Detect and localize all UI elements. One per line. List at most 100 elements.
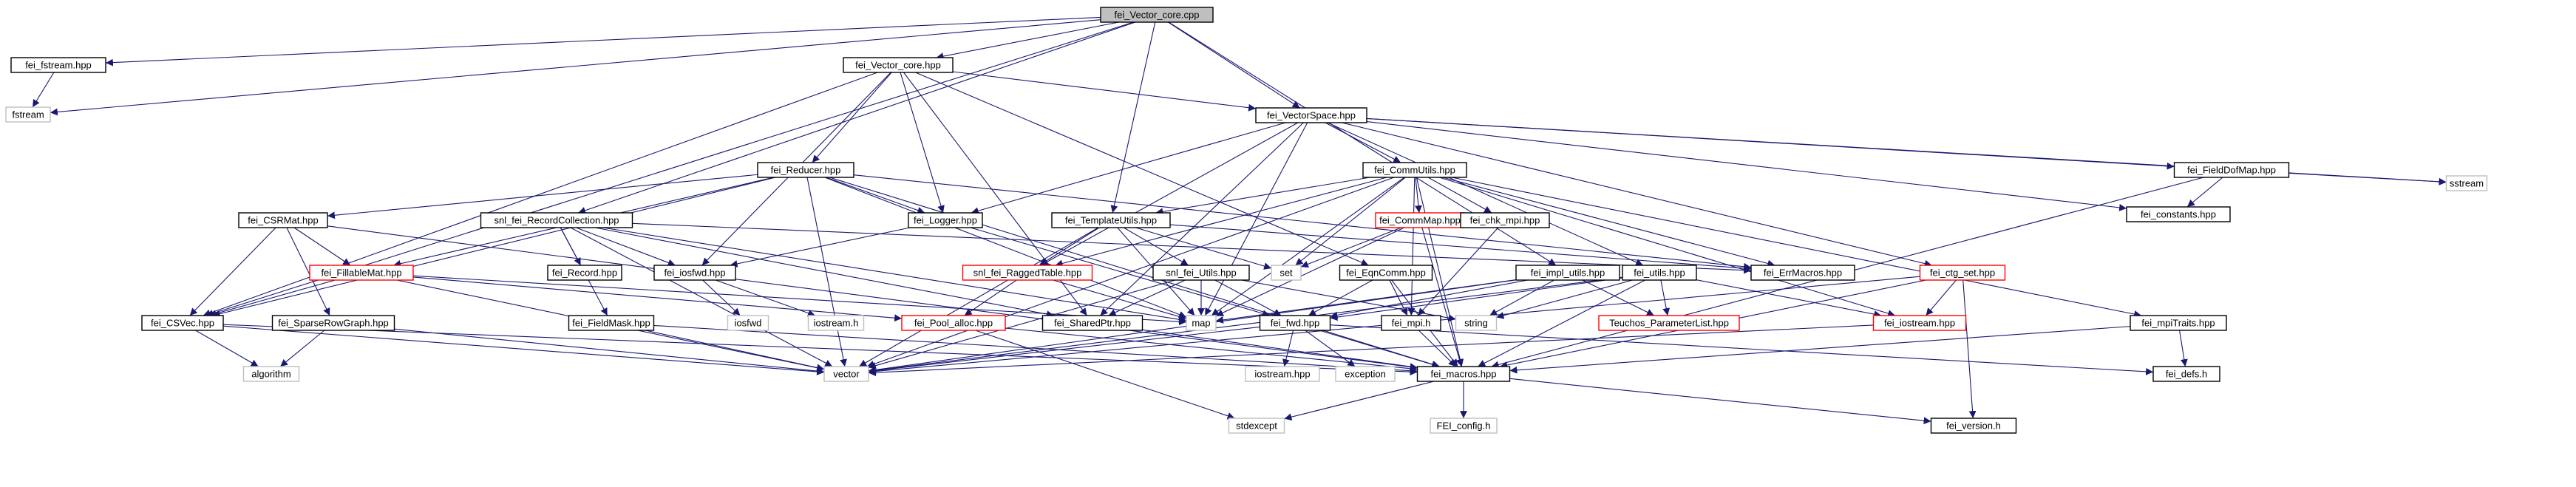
edge-n14-n45	[1421, 227, 1464, 367]
edge-n6-n25	[853, 174, 1752, 270]
edge-n4-n7	[1325, 122, 1401, 163]
node-label: fei_iostream.hpp	[1884, 318, 1955, 329]
edge-n40-n46	[2179, 330, 2188, 367]
node-fei-fielddofmap-hpp[interactable]: fei_FieldDofMap.hpp	[2173, 162, 2290, 178]
node-snl-fei-raggedtable-hpp[interactable]: snl_fei_RaggedTable.hpp	[962, 265, 1093, 281]
edge-layer	[32, 16, 2447, 425]
node-fei-templateutils-hpp[interactable]: fei_TemplateUtils.hpp	[1051, 212, 1171, 228]
node-fei-errmacros-hpp[interactable]: fei_ErrMacros.hpp	[1750, 265, 1855, 281]
node-label: fei_constants.hpp	[2141, 209, 2216, 220]
node-box	[1051, 212, 1171, 228]
node-fei-fstream-hpp[interactable]: fei_fstream.hpp	[10, 57, 106, 73]
node-fei-chk-mpi-hpp[interactable]: fei_chk_mpi.hpp	[1460, 212, 1550, 228]
edge-n20-n42	[868, 279, 1176, 369]
node-stdexcept: stdexcept	[1228, 418, 1285, 434]
node-fei-logger-hpp[interactable]: fei_Logger.hpp	[908, 212, 983, 228]
node-fei-vectorspace-hpp[interactable]: fei_VectorSpace.hpp	[1255, 107, 1367, 123]
node-box	[1245, 366, 1320, 382]
edge-n3-n12	[900, 72, 945, 214]
node-label: fei_Logger.hpp	[914, 215, 977, 226]
node-label: fei_VectorSpace.hpp	[1267, 110, 1356, 121]
edge-n13-n19	[1039, 227, 1100, 266]
node-label: fei_Vector_core.hpp	[855, 60, 941, 71]
node-box	[2126, 206, 2231, 222]
node-snl-fei-recordcollection-hpp[interactable]: snl_fei_RecordCollection.hpp	[480, 212, 633, 228]
node-label: fei_FieldMask.hpp	[572, 318, 650, 329]
edge-n24-n38	[1660, 279, 1671, 316]
edge-n6-n12	[826, 177, 925, 214]
node-iostream-h: iostream.h	[807, 315, 865, 331]
edge-n28-n42	[394, 328, 825, 375]
node-fei-defs-h[interactable]: fei_defs.h	[2152, 366, 2220, 382]
node-fei-macros-hpp[interactable]: fei_macros.hpp	[1416, 366, 1511, 382]
node-fei-fillablemat-hpp[interactable]: fei_FillableMat.hpp	[309, 265, 414, 281]
edge-n7-n14	[1415, 177, 1422, 214]
node-fei-ctg-set-hpp[interactable]: fei_ctg_set.hpp	[1919, 265, 2006, 281]
node-fei-eqncomm-hpp[interactable]: fei_EqnComm.hpp	[1339, 265, 1433, 281]
node-teuchos-parameterlist-hpp[interactable]: Teuchos_ParameterList.hpp	[1598, 315, 1740, 331]
edge-n6-n45	[829, 177, 1440, 368]
node-fei-impl-utils-hpp[interactable]: fei_impl_utils.hpp	[1515, 265, 1620, 281]
node-fei-constants-hpp[interactable]: fei_constants.hpp	[2126, 206, 2231, 222]
node-fei-version-h[interactable]: fei_version.h	[1930, 418, 2017, 434]
node-label: sstream	[2450, 178, 2484, 189]
node-fei-iostream-hpp[interactable]: fei_iostream.hpp	[1872, 315, 1967, 331]
edge-n3-n27	[203, 72, 878, 317]
node-fei-sparserowgraph-hpp[interactable]: fei_SparseRowGraph.hpp	[271, 315, 395, 331]
node-fei-csrmat-hpp[interactable]: fei_CSRMat.hpp	[238, 212, 328, 228]
edge-n8-n5	[2288, 172, 2447, 185]
node-box	[1255, 107, 1367, 123]
node-fei-reducer-hpp[interactable]: fei_Reducer.hpp	[757, 162, 854, 178]
node-label: exception	[1345, 369, 1386, 380]
edge-n4-n12	[971, 122, 1286, 215]
edge-n0-n11	[578, 21, 1135, 214]
node-fei-commutils-hpp[interactable]: fei_CommUtils.hpp	[1362, 162, 1467, 178]
edge-n22-n35	[1308, 279, 1373, 316]
edge-n0-n4	[1168, 21, 1300, 109]
node-fei-fwd-hpp[interactable]: fei_fwd.hpp	[1259, 315, 1331, 331]
edge-n23-n36	[1489, 279, 1555, 316]
node-iostream-hpp: iostream.hpp	[1245, 366, 1320, 382]
node-fei-mpitraits-hpp[interactable]: fei_mpiTraits.hpp	[2130, 315, 2227, 331]
edge-n33-n45	[1142, 329, 1418, 370]
node-label: set	[1279, 268, 1293, 279]
node-label: fei_Reducer.hpp	[771, 165, 841, 176]
node-box	[1186, 315, 1217, 331]
edge-n24-n39	[1696, 279, 1882, 318]
node-box	[5, 106, 51, 123]
node-box	[757, 162, 854, 178]
node-fei-fieldmask-hpp[interactable]: fei_FieldMask.hpp	[568, 315, 655, 331]
node-label: algorithm	[251, 369, 290, 380]
node-label: Teuchos_ParameterList.hpp	[1609, 318, 1729, 329]
node-fei-vector-core-hpp[interactable]: fei_Vector_core.hpp	[843, 57, 954, 73]
node-fei-iosfwd-hpp[interactable]: fei_iosfwd.hpp	[653, 265, 736, 281]
node-fei-utils-hpp[interactable]: fei_utils.hpp	[1622, 265, 1697, 281]
edge-n16-n34	[412, 275, 1187, 326]
node-fei-csvec-hpp[interactable]: fei_CSVec.hpp	[141, 315, 224, 331]
edge-n13-n25	[1169, 224, 1752, 272]
node-string: string	[1455, 315, 1498, 331]
edge-n27-n41	[195, 330, 259, 367]
edge-n0-n3	[936, 21, 1119, 60]
node-box	[843, 57, 954, 73]
node-label: fei_SparseRowGraph.hpp	[278, 318, 389, 329]
node-box	[1515, 265, 1620, 281]
node-label: fei_FieldDofMap.hpp	[2187, 165, 2276, 176]
edge-n3-n6	[812, 72, 892, 163]
edge-n7-n39	[1438, 177, 1896, 317]
node-fei-mpi-h[interactable]: fei_mpi.h	[1381, 315, 1441, 331]
node-label: fei_EqnComm.hpp	[1346, 268, 1426, 279]
node-label: fei_ErrMacros.hpp	[1764, 268, 1842, 279]
edge-n7-n21	[1295, 177, 1406, 266]
node-fei-vector-core-cpp[interactable]: fei_Vector_core.cpp	[1100, 7, 1214, 23]
node-fei-commmap-hpp[interactable]: fei_CommMap.hpp	[1375, 212, 1465, 228]
node-label: fei_mpiTraits.hpp	[2141, 318, 2215, 329]
node-fei-record-hpp[interactable]: fei_Record.hpp	[547, 265, 622, 281]
node-fei-sharedptr-hpp[interactable]: fei_SharedPtr.hpp	[1041, 315, 1143, 331]
node-fei-pool-alloc-hpp[interactable]: fei_Pool_alloc.hpp	[901, 315, 1006, 331]
node-box	[480, 212, 633, 228]
edge-n11-n33	[595, 227, 1054, 318]
node-snl-fei-utils-hpp[interactable]: snl_fei_Utils.hpp	[1152, 265, 1250, 281]
node-box	[807, 315, 865, 331]
node-label: fei_defs.h	[2166, 369, 2207, 380]
